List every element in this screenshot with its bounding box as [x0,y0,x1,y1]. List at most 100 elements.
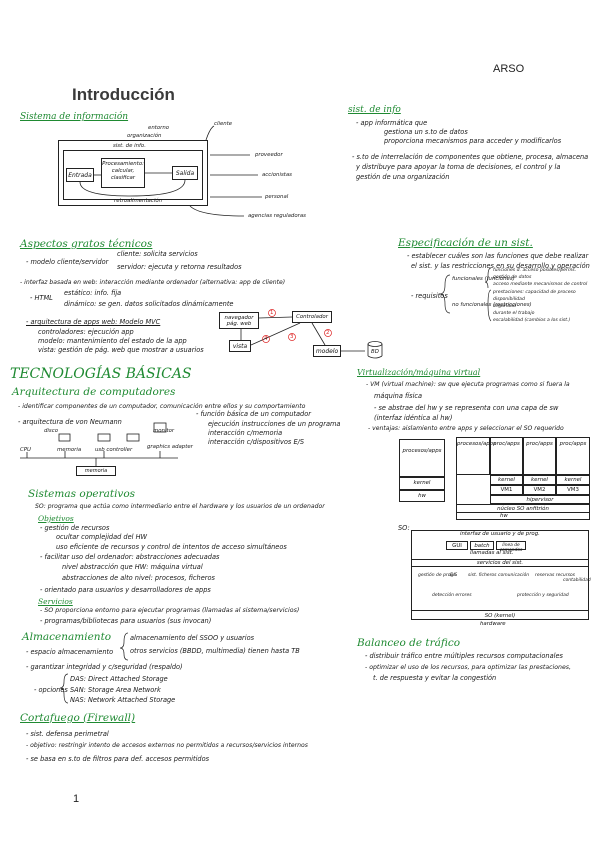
mvc-navegador-box: navegador pág. web [219,312,259,329]
virt-col-2-label: proc/apps [493,441,520,447]
virt-host: núcleo SO anfitrión [456,504,590,513]
organizacion-label: organización [127,133,162,139]
virt-col-1: procesos/apps [456,437,496,475]
virt-vm-1: VM1 [490,485,523,495]
virt-col-3: proc/apps [523,437,556,475]
virt-line-1: - VM (virtual machine): sw que ejecuta p… [366,381,570,388]
section-title-sistemas-operativos: Sistemas operativos [28,488,136,500]
virt-vm-2: VM2 [523,485,556,495]
graphics-adapter-label: graphics adapter [147,444,193,450]
info-system-box [63,150,203,200]
espec-line-4: funcionales (funciones) [452,276,515,282]
section-title-arquitectura: Arquitectura de computadores [12,386,176,398]
mvc-controlador-label: Controlador [296,314,328,320]
mvc-navegador-label: navegador pág. web [224,315,254,327]
espec-line-11: seguridad [493,304,516,309]
virt-vm-1-label: VM1 [500,487,513,493]
virt-hw2-label: hw [500,513,508,519]
course-code: ARSO [493,63,525,75]
aspectos-line-2: cliente: solicita servicios [117,250,198,258]
espec-line-12: durante el trabajo [493,311,535,316]
virt-kernel-1: kernel [490,475,523,485]
balanceo-line-1: - distribuir tráfico entre múltiples rec… [365,652,563,660]
virt-hw-box: hw [399,490,445,502]
so-line-1: - gestión de recursos [40,524,110,532]
sist-info-line-5: y distribuye para apoyar la toma de deci… [356,163,561,171]
retroalimentacion-label: retroalimentación [114,198,163,204]
virt-vm-2-label: VM2 [533,487,546,493]
page-title: Introducción [72,85,175,104]
keyboard-icon [97,433,111,442]
so-row2-1: protección y seguridad [517,593,569,598]
virt-hw-label: hw [418,493,426,499]
aspectos-line-8: - arquitectura de apps web: Modelo MVC [26,318,161,326]
alm-line-2: almacenamiento del SSOO y usuarios [130,634,255,642]
virt-kernel-label: kernel [413,480,431,486]
balanceo-line-2: - optimizar el uso de los recursos, para… [365,664,571,671]
procesamiento-label: Procesamiento: calcular, clasificar [102,161,144,181]
page-number: 1 [73,793,80,805]
aspectos-line-3: servidor: ejecuta y retorna resultados [117,263,242,271]
virt-col-1-label: procesos/apps [457,441,496,447]
tecno-line-4: ejecución instrucciones de un programa [208,420,341,428]
aspectos-line-1: - modelo cliente/servidor [26,258,109,266]
so-servicios-1: - SO proporciona entorno para ejecutar p… [40,607,300,614]
mvc-step-3: 3 [290,334,294,340]
so-objetivos-title: Objetivos [38,514,74,523]
so-row1-2: sist. ficheros [468,573,497,578]
section-title-cortafuego: Cortafuego (Firewall) [20,712,136,724]
section-title-virtualizacion: Virtualización/máquina virtual [357,368,481,377]
bus-memory-label: memoria [84,468,108,474]
virt-procesos-box: procesos/apps [399,439,445,477]
disco-label: disco [44,428,58,434]
so-cli-box: línea de comandos [496,541,526,553]
agencias-label: agencias reguladoras [248,213,306,219]
sist-info-line-3: proporciona mecanismos para acceder y mo… [384,137,562,145]
aspectos-line-10: modelo: mantenimiento del estado de la a… [38,337,187,345]
virt-line-5: - ventajas: aislamiento entre apps y sel… [368,425,564,432]
virt-col-2: proc/apps [490,437,523,475]
aspectos-line-7: dinámico: se gen. datos solicitados diná… [64,300,234,308]
so-hardware-label: hardware [480,621,506,627]
so-row1-1: E/S [450,573,458,578]
alm-line-4: - garantizar integridad y c/seguridad (r… [26,663,183,671]
virt-vm-3: VM3 [556,485,590,495]
sist-info-label: sist. de info. [113,143,146,149]
salida-label: Salida [175,170,195,177]
espec-line-6: funciones d. acceso posibles/perms. [493,268,577,273]
cortafuego-line-3: - se basa en s.to de filtros para def. a… [26,755,210,763]
so-batch-label: batch [474,543,490,549]
virt-kernel-2: kernel [523,475,556,485]
salida-box: Salida [172,166,198,180]
section-title-tecnologias: TECNOLOGÍAS BÁSICAS [10,366,192,382]
espec-line-10: disponibilidad [493,297,525,302]
so-cli-label: línea de comandos [499,543,523,553]
so-servicios-band: servicios del sist. [411,559,589,567]
so-line-5: nivel abstracción que HW: máquina virtua… [62,563,203,571]
virt-line-3: - se abstrae del hw y se representa con … [374,404,559,412]
cpu-label: CPU [20,447,31,453]
so-batch-box: batch [470,541,494,550]
aspectos-line-4: - interfaz basada en web: interacción me… [20,279,286,286]
tecno-line-3: - función básica de un computador [196,410,311,418]
so-servicios-title: Servicios [38,597,73,606]
so-line-2: ocultar complejidad del HW [56,533,148,541]
section-title-almacenamiento: Almacenamiento [22,631,112,643]
alm-line-3: otros servicios (BBDD, multimedia) tiene… [130,647,300,655]
so-line-6: abstracciones de alto nivel: procesos, f… [62,574,215,582]
monitor-icon [153,422,167,433]
tecno-line-6: interacción c/dispositivos E/S [208,438,305,446]
sist-info-line-4: - s.to de interrelación de componentes q… [352,153,589,161]
virt-kernel-2-label: kernel [531,477,548,483]
sist-info-line-6: gestión de una organización [356,173,450,181]
mvc-step-2: 2 [326,330,330,336]
virt-kernel-1-label: kernel [498,477,515,483]
proveedor-label: proveedor [255,152,283,158]
bus-box: memoria [76,466,116,476]
entrada-label: Entrada [68,172,92,179]
bd-cylinder-icon [367,341,383,359]
so-line-3: uso eficiente de recursos y control de i… [56,543,287,551]
